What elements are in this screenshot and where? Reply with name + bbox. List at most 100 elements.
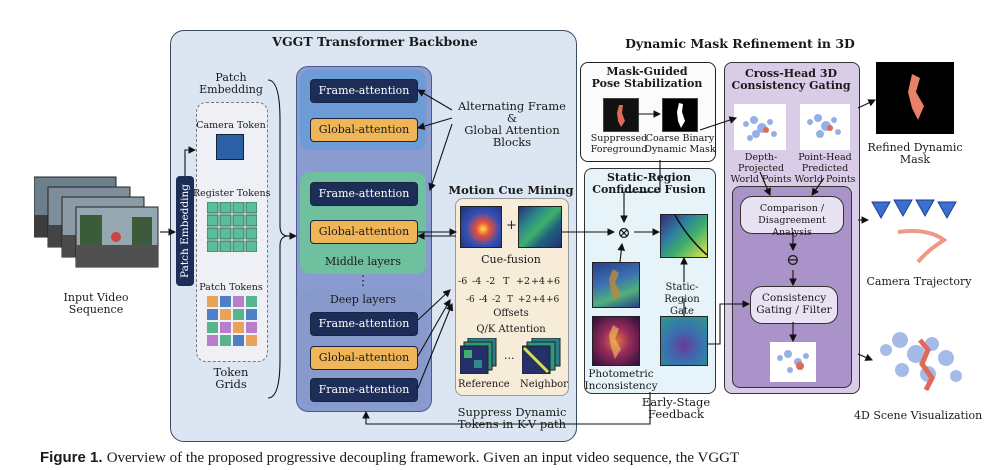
token-grids-label: Token Grids <box>213 365 249 391</box>
deep-arrow-1 <box>417 289 451 321</box>
offsets-label: Offsets <box>493 308 529 319</box>
crosshead-to-scene <box>857 353 874 361</box>
offset-top-tick: +6 <box>546 276 561 287</box>
crosshead-to-mask <box>857 99 876 109</box>
camera-token-icon <box>216 134 244 160</box>
motion-heatmap-2 <box>518 206 562 248</box>
coarse-binary-mask-image <box>662 98 698 132</box>
early-stage-feedback-label: Early-Stage Feedback <box>641 395 711 421</box>
attention-dots: ... <box>504 349 515 362</box>
filtered-points-image <box>770 342 816 382</box>
frame-attention-block-4: Frame-attention <box>310 378 418 402</box>
refinement-title: Dynamic Mask Refinement in 3D <box>625 36 855 51</box>
frame-attention-block-2: Frame-attention <box>310 182 418 206</box>
offset-bottom-tick: -4 <box>479 295 488 305</box>
offset-bottom-tick: +2 <box>518 295 532 305</box>
figure-caption: Figure 1. Overview of the proposed progr… <box>40 449 740 466</box>
qk-attention-label: Q/K Attention <box>476 324 546 335</box>
neighbor-attention-maps <box>521 337 562 375</box>
refined-mask-label: Refined Dynamic Mask <box>867 141 963 166</box>
motion-heatmap-1 <box>460 206 502 248</box>
offset-bottom-tick: +4 <box>532 295 546 305</box>
offset-top-tick: -2 <box>486 276 496 287</box>
patch-embedding-bar <box>176 176 194 286</box>
camera-trajectory-image <box>868 192 972 270</box>
input-video-label: Input Video Sequence <box>63 291 129 316</box>
gate-output-map <box>660 316 708 366</box>
backbone-title: VGGT Transformer Backbone <box>272 34 478 49</box>
alt-arrow-3 <box>428 123 453 192</box>
photometric-label: Photometric Inconsistency <box>584 368 658 392</box>
suppressed-foreground-image <box>603 98 639 132</box>
offset-bottom-tick: +6 <box>546 295 560 305</box>
camera-token-label: Camera Token <box>196 120 266 131</box>
frame-attention-block-1: Frame-attention <box>310 79 418 103</box>
coarse-binary-label: Coarse Binary Dynamic Mask <box>644 133 716 155</box>
global-attention-block-2: Global-attention <box>310 220 418 244</box>
neighbor-label: Neighbor <box>520 379 568 390</box>
alternating-blocks-label: Alternating Frame & Global Attention Blo… <box>458 99 566 149</box>
pointhead-to-comparison <box>811 177 825 196</box>
global-attention-block-3: Global-attention <box>310 346 418 370</box>
offset-top-tick: +2 <box>516 276 531 287</box>
depth-projected-points <box>734 104 786 150</box>
video-frame-1 <box>75 206 159 268</box>
maskguided-to-multiply <box>620 160 661 224</box>
suppressed-foreground-label: Suppressed Foreground <box>590 133 648 155</box>
offset-top-tick: +4 <box>531 276 546 287</box>
patch-tokens-grid <box>207 296 257 346</box>
refined-mask-image <box>876 62 954 134</box>
point-head-points <box>800 104 850 150</box>
motion-cue-title: Motion Cue Mining <box>448 183 574 197</box>
global-attention-block-1: Global-attention <box>310 118 418 142</box>
depth-projected-label: Depth-Projected World Points <box>730 152 792 185</box>
deep-layers-label: Deep layers <box>329 293 397 306</box>
feedback-line <box>362 392 651 425</box>
offsets-axis-bottom: -6 -4 -2 T +2 +4 +6 <box>466 294 566 306</box>
scene-viz-label: 4D Scene Visualization <box>854 409 983 422</box>
offsets-axis-top: -6 -4 -2 T +2 +4 +6 <box>458 276 564 288</box>
brace-grids-to-stack <box>267 79 289 399</box>
camera-trajectory-label: Camera Trajectory <box>866 275 972 288</box>
alt-arrow-1 <box>417 89 453 111</box>
consistency-gating-label: Consistency Gating / Filter <box>756 292 832 316</box>
multiply-icon: ⊗ <box>617 223 631 242</box>
middle-layers-label: Middle layers <box>324 255 402 268</box>
patch-tokens-label: Patch Tokens <box>199 282 263 293</box>
reference-label: Reference <box>458 379 510 390</box>
point-head-label: Point-Head Predicted World Points <box>794 152 856 185</box>
offset-bottom-tick: -6 <box>466 295 475 305</box>
plus-sign: + <box>506 218 517 233</box>
binary-to-crosshead <box>699 116 738 131</box>
scene-viz-image <box>872 320 972 402</box>
static-region-gate-label: Static-Region Gate <box>664 282 700 317</box>
minus-icon: ⊖ <box>786 250 800 269</box>
register-tokens-label: Register Tokens <box>193 188 271 199</box>
patch-embedding-title: Patch Embedding <box>199 71 263 96</box>
offset-bottom-tick: -2 <box>492 295 501 305</box>
photometric-to-multiply <box>617 242 626 263</box>
offset-top-tick: -6 <box>458 276 468 287</box>
photometric-map-green <box>592 262 640 308</box>
offset-top-tick: T <box>503 276 510 287</box>
photometric-map-magma <box>592 316 640 366</box>
cue-fusion-label: Cue-fusion <box>481 253 541 266</box>
cross-head-title: Cross-Head 3D Consistency Gating <box>731 67 851 92</box>
gate-heatmap <box>660 214 708 258</box>
comparison-box: Comparison / Disagreement Analysis <box>740 196 844 238</box>
static-to-gating <box>708 300 751 345</box>
caption-figure-label: Figure 1. <box>40 449 103 466</box>
caption-text: Overview of the proposed progressive dec… <box>106 450 740 466</box>
reference-attention-maps <box>459 337 498 375</box>
alt-arrow-2 <box>416 117 453 130</box>
consistency-gating-box: Consistency Gating / Filter <box>750 286 838 324</box>
arrow-embed-to-grids <box>184 146 197 176</box>
offset-bottom-tick: T <box>507 295 514 305</box>
comparison-label: Comparison / Disagreement Analysis <box>758 203 826 238</box>
mask-guided-title: Mask-Guided Pose Stabilization <box>591 65 703 90</box>
deep-arrow-3 <box>417 302 454 389</box>
depth-to-comparison <box>759 171 771 197</box>
layer-ellipsis: ⋮ <box>356 274 370 289</box>
offset-top-tick: -4 <box>472 276 482 287</box>
